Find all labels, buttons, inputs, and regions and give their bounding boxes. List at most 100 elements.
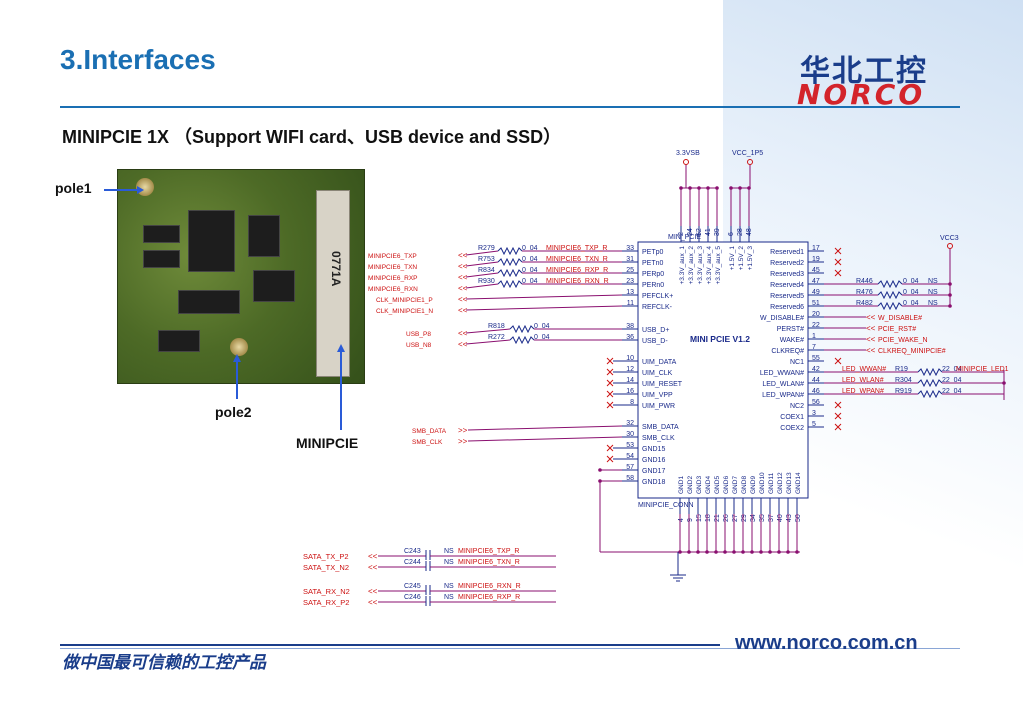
- junction-dot: [679, 186, 683, 190]
- net-label-left: CLK_MINIPCIE1_N: [376, 308, 433, 315]
- resistor-refdes: R818: [488, 323, 505, 330]
- pin-name: PETn0: [642, 260, 664, 267]
- no-connect-mark: [606, 444, 614, 452]
- pin-number: 25: [626, 267, 634, 274]
- slot-marking: 0771A: [329, 251, 343, 287]
- title-divider: [60, 106, 960, 108]
- pin-number: 40: [777, 514, 784, 522]
- pin-name: GND9: [750, 476, 757, 494]
- offpage-arrow: <<: [458, 329, 468, 338]
- resistor-refdes: R279: [478, 245, 495, 252]
- net-label: W_DISABLE#: [878, 315, 922, 322]
- pin-number: 50: [795, 514, 802, 522]
- capacitor-refdes: C243: [404, 548, 421, 555]
- no-connect-mark: [606, 379, 614, 387]
- resistor-symbol: [877, 279, 903, 289]
- pin-number: 48: [746, 228, 753, 236]
- pin-number: 52: [696, 228, 703, 236]
- junction-dot: [759, 550, 763, 554]
- no-connect-mark: [606, 401, 614, 409]
- pin-name: PEFCLK+: [642, 293, 673, 300]
- resistor-refdes: R304: [895, 377, 912, 384]
- pin-number: 44: [812, 377, 820, 384]
- pin-name: Reserved4: [770, 282, 804, 289]
- pin-number: 26: [723, 514, 730, 522]
- pin-name: Reserved1: [770, 249, 804, 256]
- offpage-arrow: <<: [866, 335, 876, 344]
- pin-name: +1.5V_2: [738, 246, 745, 271]
- pin-number: 7: [812, 344, 816, 351]
- net-label: MINIPCIE_LED1: [956, 366, 1009, 373]
- junction-dot: [777, 550, 781, 554]
- junction-dot: [948, 304, 952, 308]
- offpage-arrow: <<: [458, 262, 468, 271]
- footer-divider-thin: [60, 648, 960, 649]
- junction-dot: [697, 186, 701, 190]
- pin-name: GND17: [642, 468, 665, 475]
- pin-number: 35: [759, 514, 766, 522]
- junction-dot: [1002, 381, 1006, 385]
- pin-name: CLKREQ#: [771, 348, 804, 355]
- pin-number: 6: [728, 232, 735, 236]
- net-label: MINIPCIE6_TXN_R: [458, 559, 520, 566]
- resistor-value: 0_04: [522, 256, 538, 263]
- net-label: PCIE_RST#: [878, 326, 916, 333]
- label-pole2: pole2: [215, 404, 252, 420]
- offpage-arrow: <<: [368, 563, 378, 572]
- offpage-arrow: <<: [458, 295, 468, 304]
- resistor-refdes: R446: [856, 278, 873, 285]
- offpage-arrow: <<: [458, 273, 468, 282]
- offpage-arrow: >>: [458, 426, 468, 435]
- ic-body: [637, 241, 809, 499]
- offpage-arrow: <<: [458, 284, 468, 293]
- pin-name: GND7: [732, 476, 739, 494]
- net-label: MINIPCIE6_TXP_R: [458, 548, 519, 555]
- junction-dot: [750, 550, 754, 554]
- pin-name: COEX2: [780, 425, 804, 432]
- arrow-pole1-head: [137, 186, 144, 194]
- pin-number: 15: [696, 514, 703, 522]
- pin-name: SMB_DATA: [642, 424, 679, 431]
- sata-net-label: SATA_TX_P2: [303, 552, 349, 561]
- ic-refdes-bottom: MINIPCIE_CONN: [638, 502, 694, 509]
- pin-name: UIM_DATA: [642, 359, 677, 366]
- resistor-refdes: R272: [488, 334, 505, 341]
- resistor-value: 0_04: [534, 323, 550, 330]
- resistor-refdes: R919: [895, 388, 912, 395]
- ns-label: NS: [444, 548, 454, 555]
- pin-name: GND12: [777, 472, 784, 494]
- pin-number: 55: [812, 355, 820, 362]
- pin-number: 46: [812, 388, 820, 395]
- pin-number: 23: [626, 278, 634, 285]
- pin-name: +3.3V_aux_1: [679, 246, 686, 285]
- junction-dot: [715, 186, 719, 190]
- resistor-value: 0_04: [522, 245, 538, 252]
- wire: [467, 436, 623, 442]
- board-photo: 0771A: [117, 169, 365, 384]
- net-label: MINIPCIE6_RXN_R: [458, 583, 521, 590]
- pin-number: 19: [812, 256, 820, 263]
- offpage-arrow: <<: [368, 598, 378, 607]
- pin-number: 32: [626, 420, 634, 427]
- pin-name: PERp0: [642, 271, 664, 278]
- pin-name: SMB_CLK: [642, 435, 675, 442]
- pin-name: Reserved5: [770, 293, 804, 300]
- pin-number: 31: [626, 256, 634, 263]
- offpage-arrow: >>: [458, 437, 468, 446]
- pin-number: 13: [626, 289, 634, 296]
- no-connect-mark: [834, 412, 842, 420]
- offpage-arrow: <<: [368, 552, 378, 561]
- net-label: CLKREQ_MINIPCIE#: [878, 348, 946, 355]
- resistor-refdes: R476: [856, 289, 873, 296]
- pin-number: 24: [687, 228, 694, 236]
- pin-number: 47: [812, 278, 820, 285]
- website-url[interactable]: www.norco.com.cn: [735, 632, 918, 654]
- wire: [465, 272, 499, 278]
- resistor-value: 0_04: [522, 267, 538, 274]
- junction-dot: [678, 550, 682, 554]
- pin-number: 49: [812, 289, 820, 296]
- net-label: MINIPCIE6_TXN_R: [546, 256, 608, 263]
- pin-number: 27: [732, 514, 739, 522]
- pin-name: NC2: [790, 403, 804, 410]
- power-port: [747, 159, 753, 165]
